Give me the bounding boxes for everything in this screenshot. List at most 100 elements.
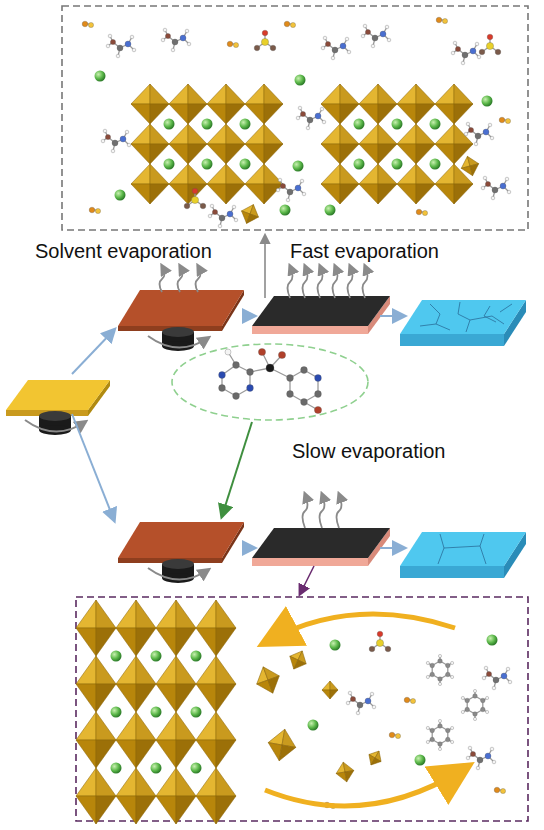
octahedron-face: [321, 124, 340, 144]
cation-sphere: [164, 159, 175, 170]
solvent-molecule: [106, 34, 136, 58]
atom: [426, 661, 429, 664]
substrate: [118, 522, 244, 563]
cation-sphere: [151, 763, 162, 774]
atom: [302, 192, 306, 196]
atom: [258, 348, 265, 355]
cation-sphere: [151, 651, 162, 662]
atom: [461, 61, 465, 65]
process-arrow: [72, 414, 114, 520]
crack-line: [470, 316, 504, 324]
atom: [404, 697, 410, 703]
octahedron-face: [131, 144, 150, 164]
atom: [340, 43, 346, 49]
chuck-top: [162, 559, 194, 569]
octahedron-face: [378, 184, 397, 204]
atom: [89, 207, 95, 213]
atom: [395, 733, 400, 738]
cation-sphere: [354, 159, 365, 170]
chuck-top: [162, 327, 194, 337]
spin-coater-chuck: [148, 559, 208, 583]
atom: [494, 787, 500, 793]
octahedron-face: [96, 600, 116, 628]
atom: [296, 116, 300, 120]
atom: [192, 188, 198, 194]
octahedron-face: [131, 164, 150, 184]
atom: [254, 45, 260, 51]
cation-sphere: [115, 190, 126, 201]
octahedron-face: [216, 600, 236, 628]
octahedron-face: [321, 104, 340, 124]
octahedron-face: [136, 796, 156, 824]
octahedron-face: [322, 690, 330, 699]
atom: [466, 756, 470, 760]
film-cracks: [438, 534, 486, 564]
cation-sphere: [191, 763, 202, 774]
octahedron-face: [156, 796, 176, 824]
atom: [363, 24, 367, 28]
vapor-arrow: [303, 494, 308, 528]
octahedron-face: [264, 164, 283, 184]
atom: [385, 25, 389, 29]
octahedron-face: [321, 184, 340, 204]
atom: [492, 686, 496, 690]
atom: [233, 393, 240, 400]
atom: [453, 41, 457, 45]
substrate: [118, 290, 244, 331]
atom: [377, 631, 383, 637]
molecule-ellipse: [172, 344, 368, 420]
octahedron-face: [435, 84, 454, 104]
atom: [307, 117, 313, 123]
process-arrow: [300, 566, 314, 594]
cation-sphere: [308, 720, 319, 731]
octahedron-face: [264, 104, 283, 124]
solvent-molecule: [369, 631, 391, 652]
substrate-top: [6, 380, 110, 410]
octahedron-face: [245, 184, 264, 204]
crack-line: [480, 546, 486, 564]
solvent-molecule: [227, 41, 238, 47]
vapor-arrow: [160, 266, 165, 292]
atom: [301, 399, 308, 406]
atom: [468, 127, 473, 132]
substrate: [252, 528, 390, 566]
atom: [389, 732, 395, 738]
atom: [112, 140, 118, 146]
atom: [320, 107, 324, 111]
atom: [280, 183, 285, 188]
octahedron-face: [131, 184, 150, 204]
octahedron: [116, 656, 156, 712]
octahedron-face: [131, 124, 150, 144]
octahedron: [76, 600, 116, 656]
octahedron-face: [294, 660, 306, 673]
atom: [261, 38, 268, 45]
octahedron: [245, 164, 283, 204]
atom: [323, 36, 327, 40]
solvent-molecule: [361, 24, 391, 48]
crack-line: [458, 302, 470, 332]
atom: [314, 406, 321, 413]
atom: [438, 742, 443, 747]
octahedron: [156, 768, 196, 824]
atom: [436, 17, 442, 23]
cation-sphere: [191, 651, 202, 662]
octahedron: [365, 748, 385, 769]
octahedron-face: [216, 768, 236, 796]
atom: [445, 672, 450, 677]
atom: [325, 41, 330, 46]
spin-arrow: [148, 568, 208, 580]
octahedron: [76, 768, 116, 824]
octahedron-face: [345, 770, 356, 781]
atom: [278, 178, 282, 182]
atom: [218, 224, 222, 228]
atom: [278, 351, 285, 358]
process-arrow: [380, 315, 404, 317]
octahedron-face: [454, 184, 473, 204]
atom: [233, 362, 240, 369]
octahedron-face: [268, 676, 284, 693]
atom: [111, 149, 115, 153]
atom: [451, 51, 455, 55]
solvent-molecule: [426, 719, 453, 750]
atom: [486, 696, 489, 699]
solvent-molecule: [416, 209, 427, 215]
